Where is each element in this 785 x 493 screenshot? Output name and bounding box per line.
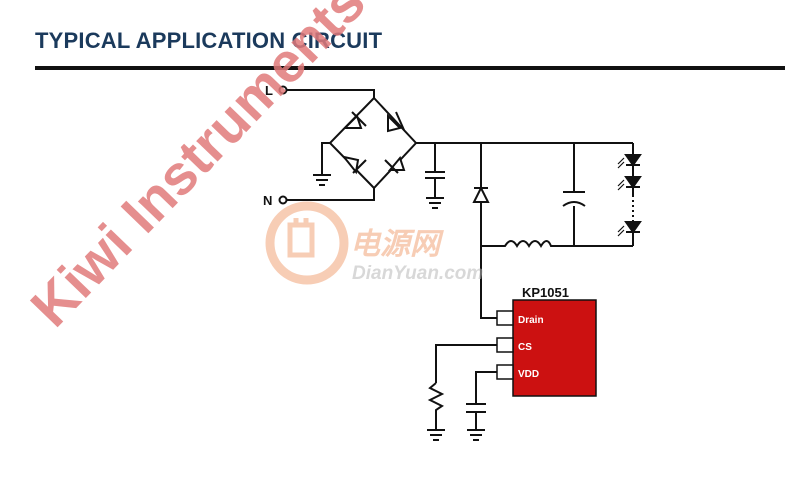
- neutral-terminal: [278, 195, 288, 205]
- vdd-capacitor: [466, 403, 486, 413]
- line-terminal: [278, 85, 288, 95]
- led-light-arrows: [617, 157, 625, 237]
- ground-symbol-2: [426, 197, 444, 209]
- neutral-input-wire: [287, 188, 375, 201]
- cs-wire: [435, 344, 497, 383]
- page-title: TYPICAL APPLICATION CIRCUIT: [35, 28, 383, 53]
- chip-body: [512, 299, 597, 397]
- cs-resistor: [427, 382, 445, 430]
- bridge-ground-wire: [321, 142, 330, 175]
- ground-symbol-1: [313, 174, 331, 186]
- inductor: [481, 240, 633, 248]
- title-underline: [35, 66, 785, 70]
- led-1: [624, 154, 642, 167]
- ground-symbol-3: [427, 429, 445, 441]
- bridge-diode-tl: [342, 111, 367, 129]
- pin-label-cs: CS: [518, 342, 532, 353]
- vdd-pin: [496, 364, 514, 380]
- chip-part-number: KP1051: [522, 285, 569, 300]
- bridge-diode-bl: [341, 155, 367, 175]
- bridge-diode-br: [384, 155, 406, 174]
- bridge-diode-tr: [387, 111, 405, 133]
- line-label: L: [265, 83, 273, 98]
- cs-pin: [496, 337, 514, 353]
- led-2: [624, 176, 642, 189]
- input-capacitor: [425, 171, 445, 179]
- drain-pin: [496, 310, 514, 326]
- led-3: [624, 221, 642, 234]
- drain-wire: [480, 246, 497, 319]
- line-input-wire: [287, 89, 375, 98]
- pin-label-drain: Drain: [518, 315, 544, 326]
- pin-label-vdd: VDD: [518, 369, 539, 380]
- vdd-wire: [475, 371, 497, 430]
- output-capacitor: [562, 191, 586, 207]
- bridge-rectifier: [328, 96, 418, 190]
- neutral-label: N: [263, 193, 272, 208]
- freewheel-diode: [472, 185, 490, 203]
- ground-symbol-4: [467, 429, 485, 441]
